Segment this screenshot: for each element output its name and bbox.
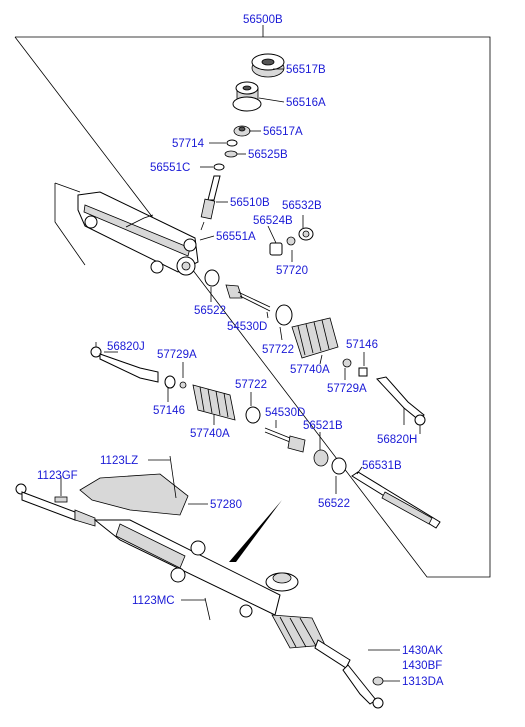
- label-56517B: 56517B: [286, 64, 326, 76]
- label-56531B: 56531B: [362, 460, 402, 472]
- part-57740A-b: [192, 384, 236, 421]
- rack-housing-upper: [54, 182, 199, 276]
- label-57146-b: 57146: [153, 405, 185, 417]
- label-57740A-b: 57740A: [190, 428, 230, 440]
- label-57146-a: 57146: [346, 339, 378, 351]
- label-56517A: 56517A: [263, 126, 303, 138]
- label-54530D-a: 54530D: [227, 321, 267, 333]
- part-56820J: [90, 342, 159, 383]
- part-56551C: [213, 163, 225, 171]
- assembly-outline: [14, 25, 491, 578]
- part-57280: [79, 473, 189, 516]
- label-57280: 57280: [210, 499, 242, 511]
- part-57729A-a: [342, 358, 352, 368]
- part-54530D-b: [264, 427, 306, 453]
- part-56524B: [269, 242, 283, 256]
- label-1123LZ: 1123LZ: [100, 455, 138, 467]
- exploded-view-middle: [90, 269, 441, 529]
- part-57714: [226, 139, 238, 147]
- label-56525B: 56525B: [248, 149, 288, 161]
- label-57720: 57720: [276, 265, 308, 277]
- label-56522-b: 56522: [318, 498, 350, 510]
- leader-lines: [60, 68, 405, 682]
- label-1123MC: 1123MC: [132, 595, 175, 607]
- part-56510B: [200, 175, 221, 231]
- label-56551C: 56551C: [150, 162, 190, 174]
- part-57722-a: [275, 304, 293, 326]
- part-56521B: [313, 449, 329, 467]
- assembled-view-lower: [15, 455, 384, 709]
- part-56522-a: [204, 269, 220, 287]
- part-56532B: [298, 227, 314, 241]
- label-56820H: 56820H: [377, 434, 417, 446]
- label-1430BF: 1430BF: [402, 660, 442, 672]
- direction-arrow: [229, 500, 282, 562]
- part-56517A: [233, 125, 251, 137]
- exploded-view-upper: [200, 53, 314, 256]
- part-1123LZ: [169, 455, 177, 499]
- label-56524B: 56524B: [253, 215, 293, 227]
- part-56522-b: [331, 457, 347, 475]
- part-1313DA: [372, 676, 384, 686]
- label-57729A-a: 57729A: [327, 383, 367, 395]
- part-56820H: [376, 376, 426, 434]
- part-56516A: [232, 81, 262, 112]
- part-57146-a: [358, 367, 368, 377]
- label-56820J: 56820J: [107, 341, 145, 353]
- label-56521B: 56521B: [303, 420, 343, 432]
- label-56510B: 56510B: [230, 197, 270, 209]
- label-57722-a: 57722: [262, 344, 294, 356]
- label-57714: 57714: [172, 138, 205, 150]
- label-57722-b: 57722: [235, 379, 267, 391]
- part-57720: [286, 236, 296, 246]
- part-57729A-b: [179, 381, 187, 389]
- label-1430AK: 1430AK: [402, 645, 443, 657]
- label-57729A-b: 57729A: [157, 349, 197, 361]
- label-56522-a: 56522: [194, 305, 226, 317]
- label-56516A: 56516A: [286, 97, 326, 109]
- label-56551A: 56551A: [216, 231, 256, 243]
- label-56532B: 56532B: [282, 200, 322, 212]
- part-54530D-a: [225, 284, 271, 312]
- part-57740A-a: [291, 317, 339, 359]
- part-56525B: [224, 150, 238, 158]
- part-1123GF: [54, 496, 68, 503]
- part-57722-b: [245, 406, 261, 424]
- label-54530D-b: 54530D: [265, 407, 305, 419]
- label-1313DA: 1313DA: [402, 676, 444, 688]
- part-labels: 56500B 56517B 56516A 56517A 57714 56525B…: [37, 14, 444, 688]
- part-1123MC: [204, 597, 211, 621]
- part-56531B: [351, 471, 441, 529]
- part-57146-b: [164, 375, 176, 389]
- label-57740A-a: 57740A: [290, 364, 330, 376]
- label-1123GF: 1123GF: [37, 470, 78, 482]
- label-56500B: 56500B: [243, 14, 283, 26]
- part-56517B: [251, 53, 285, 78]
- lower-tie-rod-end-left: [15, 483, 96, 527]
